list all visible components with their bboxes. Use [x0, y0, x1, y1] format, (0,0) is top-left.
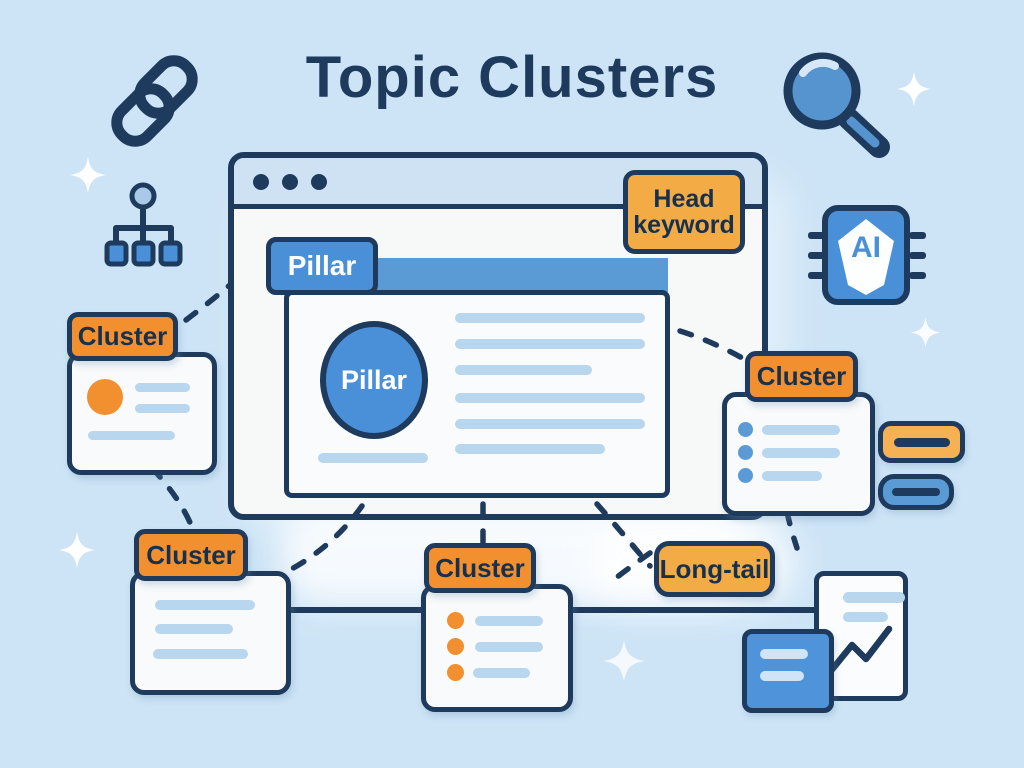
text-line — [88, 431, 175, 440]
window-dot-icon — [253, 174, 269, 190]
connector-left-card-to-browser — [183, 282, 233, 323]
chip-pin — [808, 252, 825, 259]
link-icon — [111, 55, 198, 147]
long-tail-label: Long-tail — [654, 541, 775, 597]
cluster-label-right: Cluster — [745, 351, 858, 402]
blue-bullet-icon — [738, 422, 753, 437]
orange-dot-icon — [87, 379, 123, 415]
text-line — [155, 600, 255, 610]
text-line — [475, 642, 543, 652]
orange-bullet-icon — [447, 638, 464, 655]
sparkle-icon — [59, 532, 95, 568]
text-line — [760, 649, 808, 659]
search-icon — [783, 52, 890, 158]
text-line — [455, 444, 605, 454]
text-line — [455, 313, 645, 323]
cluster-card-right — [722, 392, 875, 516]
connector-left-card-to-bottom-left-card — [149, 465, 195, 530]
text-line — [843, 592, 905, 603]
head-keyword-label: Head keyword — [623, 170, 745, 254]
cluster-card-bottom-left — [130, 571, 291, 695]
text-line — [762, 471, 822, 481]
text-line — [155, 624, 233, 634]
ground-line — [283, 607, 905, 613]
trend-line-icon — [826, 625, 893, 676]
text-line — [455, 393, 645, 403]
note-card-icon — [742, 629, 834, 713]
browser-window: Pillar Pillar Head keyword — [228, 152, 768, 520]
text-line — [318, 453, 428, 463]
text-line — [475, 616, 543, 626]
pillar-tab-label: Pillar — [266, 237, 378, 295]
chip-body: AI — [822, 205, 910, 305]
text-line — [135, 404, 190, 413]
text-line — [135, 383, 190, 392]
chip-pin — [909, 272, 926, 279]
sparkle-icon — [910, 317, 941, 348]
page-header-bar — [372, 258, 668, 292]
cluster-card-left — [67, 352, 217, 475]
ai-chip-icon: AI — [808, 205, 926, 305]
pill-bar — [892, 488, 940, 496]
chip-pin — [909, 252, 926, 259]
cluster-label-bottom-center: Cluster — [424, 543, 536, 593]
text-line — [153, 649, 248, 659]
text-line — [762, 425, 840, 435]
sparkle-icon — [70, 157, 106, 193]
text-line — [843, 612, 888, 622]
sparkle-icon — [603, 640, 645, 682]
text-line — [455, 339, 645, 349]
sitemap-icon — [104, 182, 183, 267]
chip-pin — [808, 272, 825, 279]
chip-pin — [909, 232, 926, 239]
text-line — [473, 668, 530, 678]
pill-bar — [893, 437, 950, 447]
cluster-card-bottom-center — [421, 584, 573, 712]
ai-chip-label: AI — [851, 231, 881, 264]
page-title: Topic Clusters — [305, 45, 719, 110]
cluster-label-left: Cluster — [67, 312, 178, 361]
sparkle-icon — [896, 71, 932, 107]
orange-pill-icon — [878, 421, 965, 463]
text-line — [762, 448, 840, 458]
chip-pin — [808, 232, 825, 239]
blue-pill-icon — [878, 474, 954, 510]
orange-bullet-icon — [447, 664, 464, 681]
head-keyword-line2: keyword — [633, 211, 735, 239]
window-dot-icon — [282, 174, 298, 190]
text-line — [455, 419, 645, 429]
text-line — [455, 365, 592, 375]
pillar-circle: Pillar — [320, 321, 428, 439]
cluster-label-bottom-left: Cluster — [134, 529, 248, 581]
window-dot-icon — [311, 174, 327, 190]
text-line — [760, 671, 804, 681]
blue-bullet-icon — [738, 445, 753, 460]
head-keyword-line1: Head — [653, 185, 715, 213]
pillar-page-panel: Pillar — [284, 290, 670, 498]
orange-bullet-icon — [447, 612, 464, 629]
blue-bullet-icon — [738, 468, 753, 483]
